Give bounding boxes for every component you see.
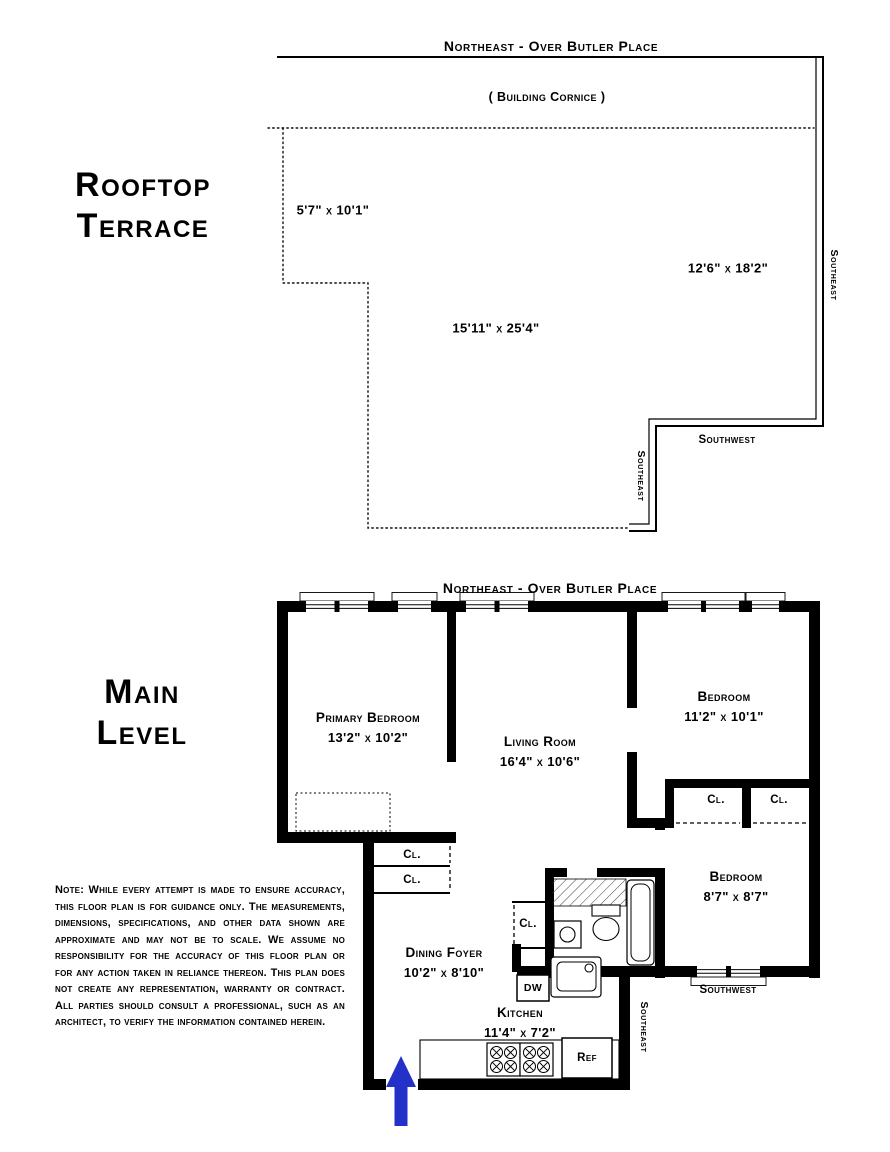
title-line-2: Level [96, 714, 188, 752]
kitchen-sink [550, 956, 602, 998]
room-label-bedroom-bottom: Bedroom 8'7" x 8'7" [703, 867, 768, 907]
terrace-dim-right: 12'6" x 18'2" [687, 260, 769, 276]
window-sill [661, 592, 746, 602]
dishwasher [516, 974, 550, 1002]
room-name: Living Room [503, 734, 577, 749]
main-compass-northeast: Northeast - Over Butler Place [442, 580, 658, 596]
room-dims: 13'2" x 10'2" [327, 730, 409, 745]
window-sill [745, 592, 786, 602]
room-dims: 10'2" x 8'10" [403, 965, 485, 980]
closet-label-1: Cl. [403, 849, 421, 861]
kitchen-sink-basin [556, 961, 597, 992]
main-compass-southwest: Southwest [699, 984, 757, 996]
terrace-dim-center: 15'11" x 25'4" [452, 320, 540, 336]
window [752, 601, 779, 612]
rooftop-compass-northeast: Northeast - Over Butler Place [443, 38, 659, 54]
window [398, 601, 431, 612]
building-cornice-line [267, 127, 815, 529]
title-line-2: Terrace [76, 207, 210, 245]
kitchen-fixtures [419, 956, 620, 1080]
window-sill [391, 592, 438, 602]
title-line-1: Rooftop [75, 166, 211, 204]
window-sill [690, 976, 767, 986]
room-name: Bedroom [697, 689, 751, 704]
room-label-bedroom-top: Bedroom 11'2" x 10'1" [684, 687, 764, 727]
bathroom-tile-floor [551, 878, 627, 907]
bathtub-basin [630, 883, 651, 962]
bathroom-sink [553, 920, 582, 949]
room-label-dining-foyer: Dining Foyer 10'2" x 8'10" [404, 943, 484, 983]
toilet-bowl [592, 916, 620, 942]
toilet-tank [591, 904, 621, 917]
rooftop-compass-southeast-notch: Southeast [635, 450, 647, 502]
entry-arrow [386, 1056, 416, 1126]
room-label-kitchen: Kitchen 11'4" x 7'2" [484, 1003, 556, 1043]
disclaimer-note: Note: While every attempt is made to ens… [55, 884, 345, 1028]
title-line-1: Main [104, 673, 180, 711]
kitchen-faucet [584, 963, 594, 973]
bathtub [626, 879, 655, 966]
rooftop-terrace-title: Rooftop Terrace [75, 165, 211, 247]
closet-label-5: Cl. [519, 918, 537, 930]
room-dims: 11'4" x 7'2" [484, 1025, 556, 1040]
rooftop-terrace-outline [277, 56, 824, 532]
room-name: Bedroom [709, 869, 763, 884]
room-dims: 11'2" x 10'1" [684, 709, 764, 724]
closet-label-2: Cl. [403, 874, 421, 886]
room-dims: 16'4" x 10'6" [499, 754, 581, 769]
closet-partitions [374, 822, 806, 949]
terrace-dim-left: 5'7" x 10'1" [296, 202, 370, 218]
room-name: Dining Foyer [405, 945, 483, 960]
main-level-title: Main Level [97, 672, 188, 754]
rooftop-compass-southeast: Southeast [828, 249, 840, 301]
refrigerator [561, 1037, 613, 1079]
room-dims: 8'7" x 8'7" [703, 889, 769, 904]
bathroom-fixtures [551, 878, 655, 966]
bathroom-sink-basin [559, 926, 576, 943]
refrigerator-label: Ref [577, 1052, 597, 1064]
closet-label-4: Cl. [770, 794, 788, 806]
room-name: Primary Bedroom [315, 710, 421, 725]
main-compass-southeast: Southeast [638, 1001, 650, 1053]
primary-closet-dashed [295, 792, 391, 832]
main-level-walls [277, 601, 820, 1090]
room-label-primary-bedroom: Primary Bedroom 13'2" x 10'2" [316, 708, 420, 748]
window-sill [299, 592, 375, 602]
dishwasher-label: DW [523, 982, 543, 994]
room-name: Kitchen [496, 1005, 544, 1020]
closet-label-3: Cl. [707, 794, 725, 806]
room-label-living-room: Living Room 16'4" x 10'6" [500, 732, 580, 772]
building-cornice-label: ( Building Cornice ) [488, 90, 606, 104]
rooftop-compass-southwest: Southwest [698, 434, 756, 446]
windows [299, 592, 786, 986]
